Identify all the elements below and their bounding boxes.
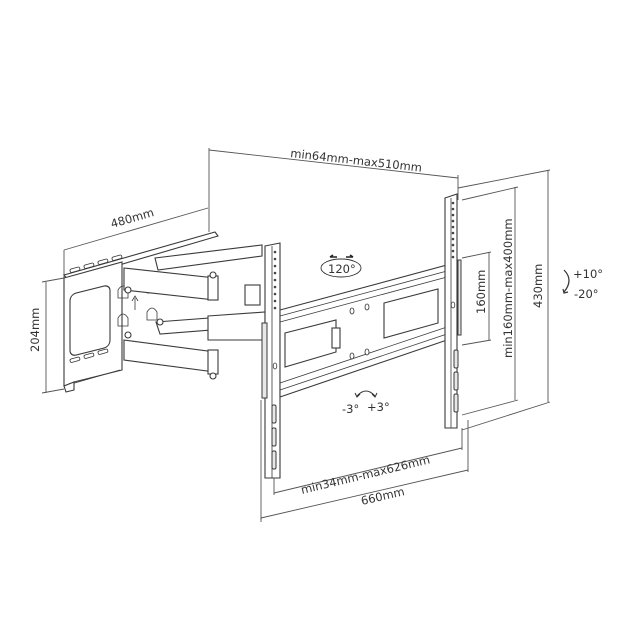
rail-spacing-label: min34mm-max626mm bbox=[299, 452, 431, 496]
arm-extension-label: 480mm bbox=[109, 205, 155, 231]
tilt-indicator: +10° -20° bbox=[562, 267, 603, 301]
left-vertical-rail bbox=[260, 242, 281, 520]
vesa-vertical-min-dimension: 160mm bbox=[461, 251, 492, 346]
vesa-vertical-min-label: 160mm bbox=[474, 270, 488, 314]
vesa-horizontal-label: min64mm-max510mm bbox=[290, 146, 423, 175]
articulating-arms bbox=[123, 244, 266, 380]
vesa-vertical-range-label: min160mm-max400mm bbox=[501, 218, 515, 358]
wall-plate-height-label: 204mm bbox=[28, 308, 42, 352]
right-vertical-rail bbox=[444, 193, 462, 429]
rail-holes bbox=[272, 250, 278, 370]
level-adjustment-indicator: -3° +3° bbox=[342, 390, 390, 416]
wall-plate-height-dimension: 204mm bbox=[28, 277, 65, 394]
wall-plate bbox=[63, 231, 219, 393]
vesa-vertical-range-dimension: min160mm-max400mm bbox=[461, 186, 519, 416]
rail-spacing-dimension: min34mm-max626mm bbox=[273, 428, 463, 497]
vesa-horizontal-dimension: min64mm-max510mm bbox=[208, 146, 459, 232]
overall-width-label: 660mm bbox=[360, 484, 406, 508]
level-left-label: -3° bbox=[342, 402, 359, 416]
rotation-indicator: 120° bbox=[320, 254, 362, 278]
rail-holes-right bbox=[450, 201, 456, 309]
level-right-label: +3° bbox=[367, 400, 390, 414]
horizontal-tv-plate bbox=[279, 264, 448, 398]
tilt-down-label: -20° bbox=[574, 287, 599, 301]
rotation-label: 120° bbox=[328, 262, 356, 276]
rail-height-dimension: 430mm bbox=[457, 169, 551, 431]
rail-height-label: 430mm bbox=[531, 264, 545, 308]
tilt-up-label: +10° bbox=[573, 267, 603, 281]
